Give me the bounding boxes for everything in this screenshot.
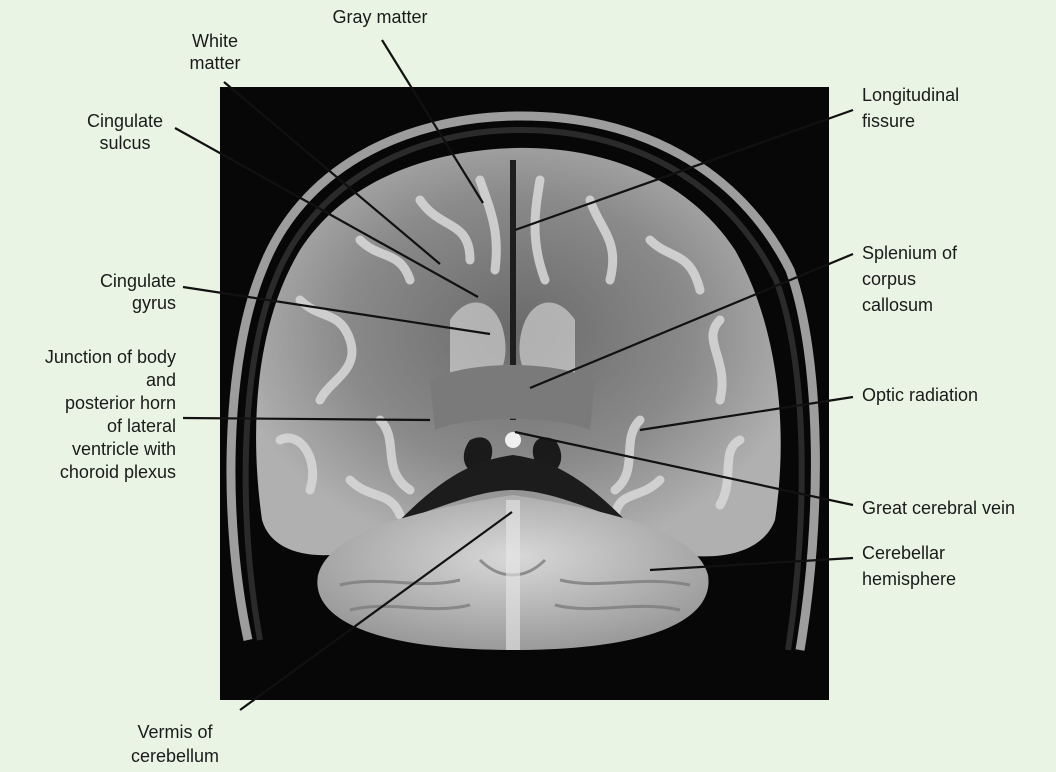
label-cerebellar-hemisphere: Cerebellar hemisphere xyxy=(862,543,957,589)
label-junction: Junction of body and posterior horn of l… xyxy=(44,347,176,482)
label-great-cerebral-vein: Great cerebral vein xyxy=(862,498,1016,518)
leader-cingulate-sulcus xyxy=(174,127,479,298)
label-vermis: Vermis of cerebellum xyxy=(130,722,220,766)
label-cingulate-gyrus: Cingulate gyrus xyxy=(99,271,176,313)
label-white-matter: White matter xyxy=(189,31,241,73)
leader-lines xyxy=(174,39,854,711)
leader-gray-matter xyxy=(381,39,484,204)
label-optic-radiation: Optic radiation xyxy=(862,385,979,405)
label-splenium: Splenium of corpus callosum xyxy=(862,243,958,315)
leader-cerebellar-hemisphere xyxy=(649,556,854,572)
mri-image xyxy=(220,87,829,700)
leader-junction xyxy=(182,416,431,422)
leader-optic-radiation xyxy=(639,395,854,432)
leader-white-matter xyxy=(223,81,441,265)
label-gray-matter: Gray matter xyxy=(332,7,428,27)
leader-splenium xyxy=(529,252,854,390)
label-cingulate-sulcus: Cingulate sulcus xyxy=(86,111,164,153)
label-longitudinal-fissure: Longitudinal fissure xyxy=(862,85,960,131)
leader-longitudinal-fissure xyxy=(514,108,854,232)
leader-great-cerebral-vein xyxy=(514,430,854,507)
leader-vermis xyxy=(239,511,513,711)
leader-cingulate-gyrus xyxy=(182,285,491,336)
